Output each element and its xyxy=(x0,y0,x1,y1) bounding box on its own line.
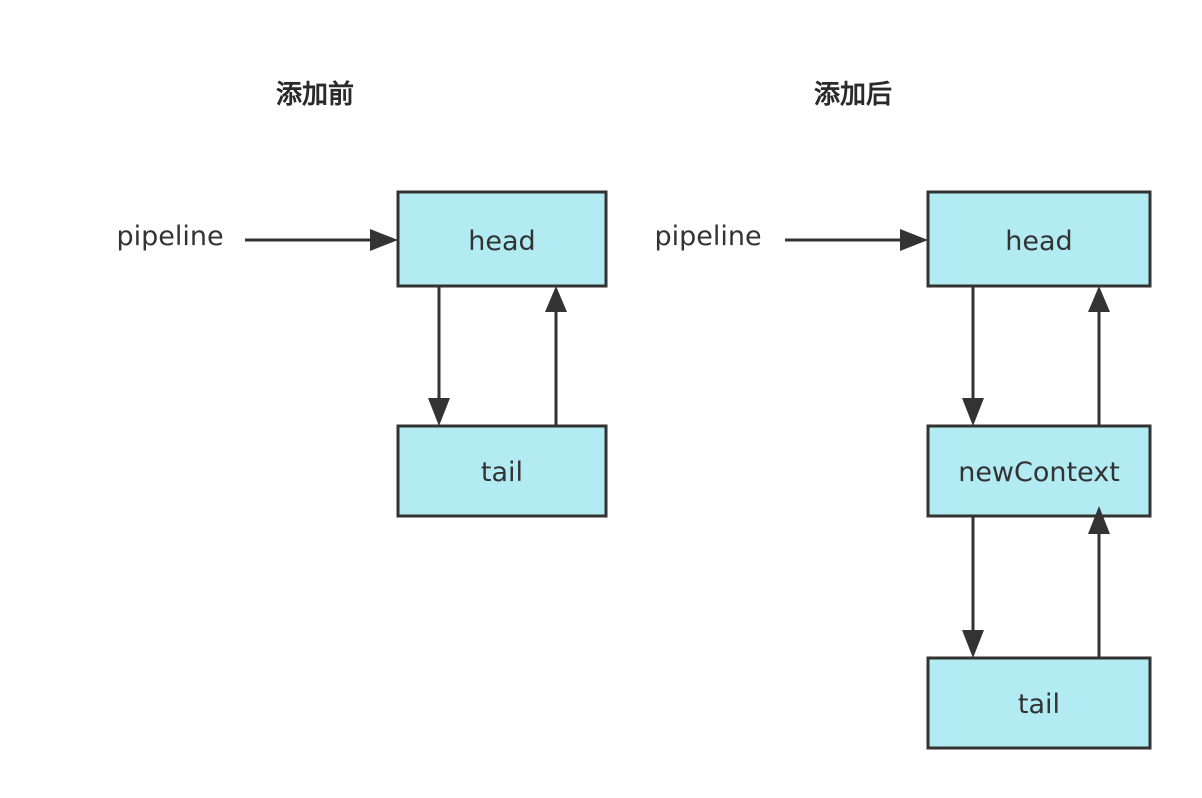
after-pipeline-arrow xyxy=(785,229,928,251)
after-newcontext-node: newContext xyxy=(926,424,1152,518)
after-head-to-new-arrow xyxy=(962,286,984,426)
before-head-node: head xyxy=(396,190,608,288)
before-tail-box xyxy=(396,424,608,518)
after-newcontext-label: newContext xyxy=(958,457,1120,488)
after-newcontext-box xyxy=(926,424,1152,518)
after-head-label: head xyxy=(1005,226,1072,257)
after-tail-to-new-arrow xyxy=(1088,506,1110,658)
before-head-to-tail-arrow xyxy=(428,286,450,426)
after-head-node: head xyxy=(926,190,1152,288)
before-head-label: head xyxy=(468,226,535,257)
before-tail-node: tail xyxy=(396,424,608,518)
before-tail-label: tail xyxy=(481,457,523,488)
before-head-box xyxy=(396,190,608,288)
before-pipeline-arrow xyxy=(245,229,398,251)
after-tail-label: tail xyxy=(1018,689,1060,720)
before-tail-to-head-arrow xyxy=(545,286,567,426)
after-new-to-tail-arrow xyxy=(962,516,984,658)
before-pipeline-label: pipeline xyxy=(116,221,223,252)
after-head-box xyxy=(926,190,1152,288)
after-tail-box xyxy=(926,656,1152,750)
after-tail-node: tail xyxy=(926,656,1152,750)
after-new-to-head-arrow xyxy=(1088,286,1110,426)
after-title: 添加后 xyxy=(814,80,892,110)
before-title: 添加前 xyxy=(276,79,354,110)
after-pipeline-label: pipeline xyxy=(654,221,761,252)
